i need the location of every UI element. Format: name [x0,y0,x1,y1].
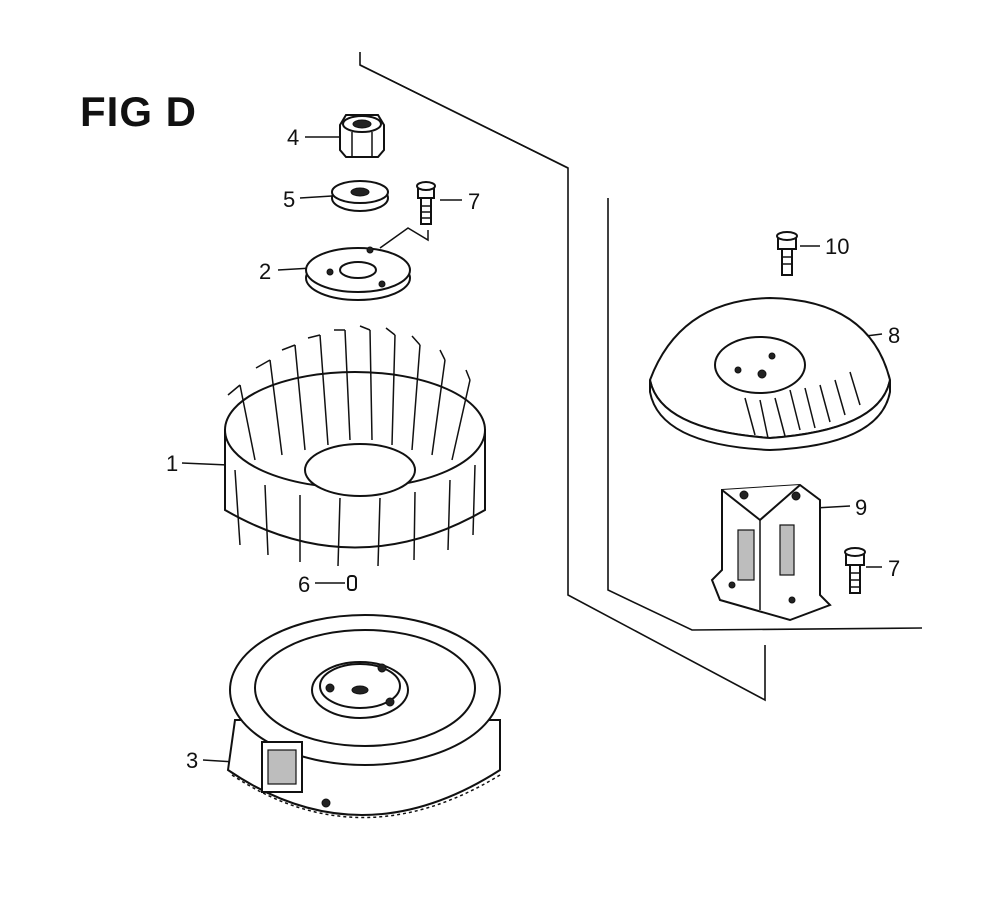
callout-5: 5 [283,187,296,212]
callout-7-upper: 7 [468,189,481,214]
figure-title: FIG D [80,88,197,135]
plate-part-2 [305,246,411,301]
key-part-6 [347,575,357,591]
callout-7-lower: 7 [888,556,901,581]
flywheel-part-3 [226,614,501,819]
callout-8: 8 [888,323,901,348]
fan-part-1 [224,325,486,567]
callout-4: 4 [287,125,300,150]
bolt-part-10 [776,231,798,276]
cover-part-8 [648,296,892,452]
callout-10: 10 [825,234,850,259]
callout-6: 6 [298,572,311,597]
bolt-part-7-lower [844,547,866,594]
washer-part-5 [331,180,389,212]
callout-2: 2 [259,259,272,284]
bolt-part-7-upper [416,181,436,225]
callout-3: 3 [186,748,199,773]
callout-9: 9 [855,495,868,520]
nut-part-4 [339,114,385,158]
bracket-part-9 [710,483,832,622]
assembly-bracket-lines [359,52,923,702]
callout-1: 1 [166,451,179,476]
